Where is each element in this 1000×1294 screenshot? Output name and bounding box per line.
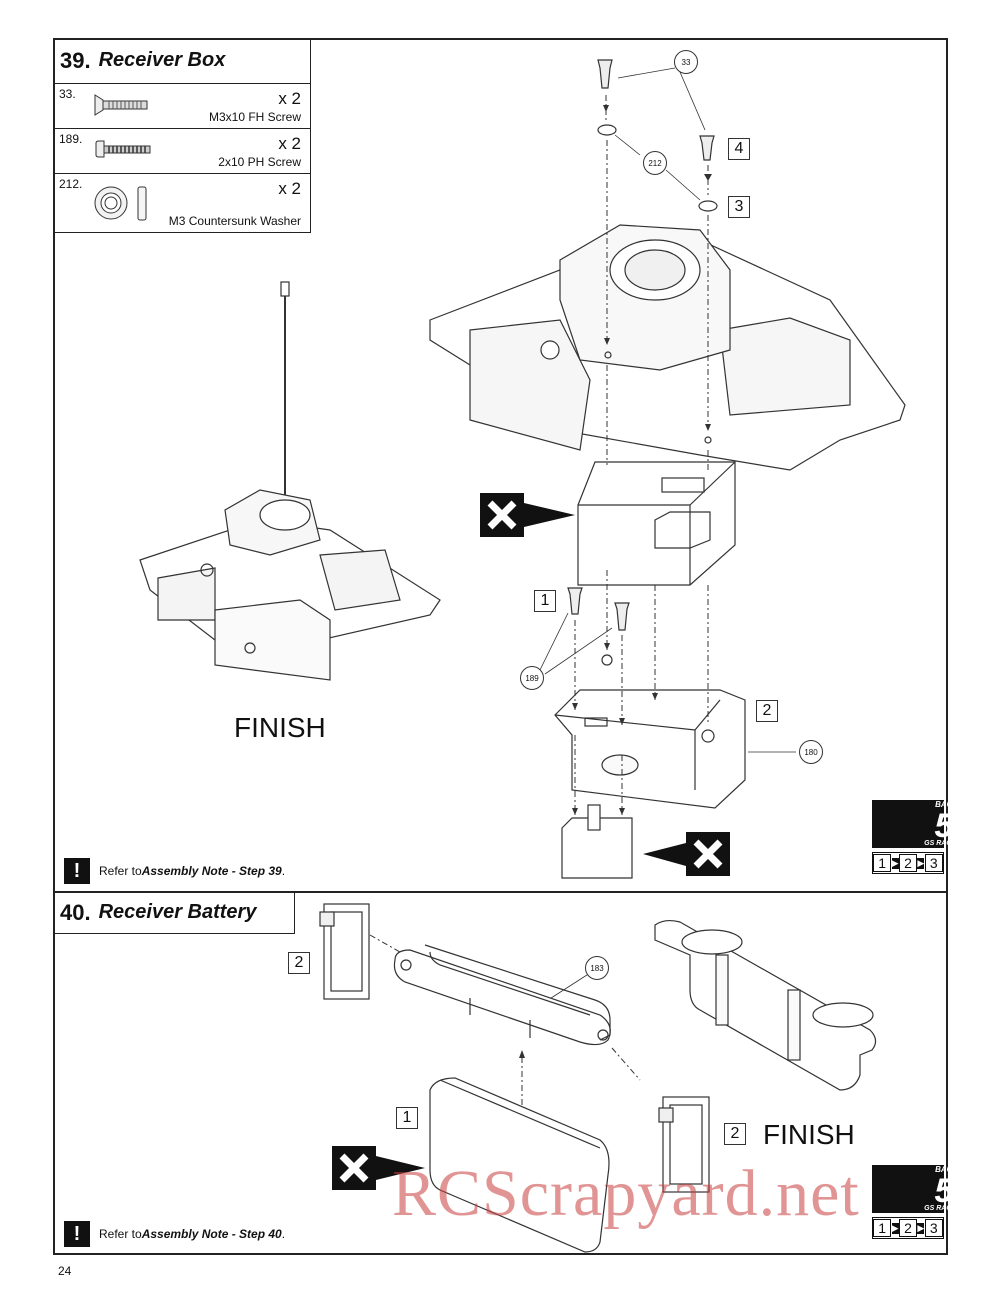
sequence-box-2-right: 2	[724, 1123, 746, 1145]
assembly-note-39: ! Refer to Assembly Note - Step 39.	[64, 858, 285, 884]
sequence-box-2-left: 2	[288, 952, 310, 974]
battery-pack	[393, 944, 611, 1046]
ph-screw-icon	[95, 140, 151, 158]
callout-180: 180	[799, 740, 823, 764]
x-marker-switch	[643, 832, 730, 876]
chassis-plate	[429, 224, 906, 471]
seq-item: 1	[873, 854, 892, 872]
part-description: M3x10 FH Screw	[208, 110, 301, 124]
step-40-number: 40.	[60, 899, 91, 925]
part-quantity: x 2	[278, 179, 301, 198]
sequence-box-3: 3	[728, 196, 750, 218]
assembly-note-40: ! Refer to Assembly Note - Step 40.	[64, 1221, 285, 1247]
callout-183: 183	[585, 956, 609, 980]
part-row-212: 212. x 2 M3 Countersunk Washer	[53, 174, 311, 233]
sequence-box-1-40: 1	[396, 1107, 418, 1129]
receiver	[577, 461, 736, 586]
seq-item: 3	[924, 854, 943, 872]
part-number: 33.	[59, 87, 76, 101]
part-row-189: 189. x 2 2x10 PH Screw	[53, 129, 311, 174]
section-divider	[53, 891, 948, 893]
finished-battery	[654, 919, 877, 1091]
note-reference: Assembly Note - Step 39	[141, 864, 282, 878]
warning-icon: !	[64, 858, 90, 884]
arrow-right-icon: ▶	[917, 857, 925, 869]
callout-33: 33	[674, 50, 698, 74]
page-number: 24	[58, 1264, 72, 1278]
fh-screw-icon	[94, 94, 148, 116]
badge-number: 5	[934, 807, 954, 845]
seq-item: 2	[898, 854, 917, 872]
badge-sequence: 1 ▶ 2 ▶ 3	[872, 852, 944, 874]
sequence-box-4: 4	[728, 138, 750, 160]
note-reference: Assembly Note - Step 40	[141, 1227, 282, 1241]
part-quantity: x 2	[278, 134, 301, 153]
bag-badge-39: BAG 5 GS RACING 1 ▶ 2 ▶ 3	[872, 800, 964, 874]
sequence-box-2: 2	[756, 700, 778, 722]
badge-brand: GS RACING	[924, 1205, 964, 1212]
note-suffix: .	[281, 864, 286, 878]
part-number: 212.	[59, 177, 83, 191]
badge-number: 5	[934, 1172, 954, 1210]
x-marker-battery-holder	[332, 1146, 425, 1190]
switch	[561, 804, 633, 879]
arrow-right-icon: ▶	[917, 1222, 925, 1234]
washer-icon	[94, 186, 147, 221]
part-description: M3 Countersunk Washer	[168, 214, 301, 228]
page-frame	[53, 38, 948, 1255]
arrow-right-icon: ▶	[891, 857, 899, 869]
parts-list: 33. x 2 M3x10 FH Screw 189. x 2 2x1	[53, 84, 311, 233]
finished-receiver-assembly	[139, 281, 441, 681]
badge-label: BAG	[935, 800, 953, 809]
part-row-33: 33. x 2 M3x10 FH Screw	[53, 84, 311, 129]
part-quantity: x 2	[278, 89, 301, 108]
step-39-title: 39. Receiver Box	[53, 38, 311, 84]
note-suffix: .	[281, 1227, 286, 1241]
badge-label: BAG	[935, 1165, 953, 1174]
warning-icon: !	[64, 1221, 90, 1247]
seq-item: 1	[873, 1219, 892, 1237]
seq-item: 2	[898, 1219, 917, 1237]
finish-label-40: FINISH	[763, 1119, 855, 1150]
strap-right	[658, 1096, 710, 1193]
callout-212: 212	[643, 151, 667, 175]
part-description: 2x10 PH Screw	[218, 155, 301, 169]
battery-holder	[429, 1077, 610, 1253]
bag-badge-40: BAG 5 GS RACING 1 ▶ 2 ▶ 3	[872, 1165, 964, 1239]
note-prefix: Refer to	[99, 864, 142, 878]
step-39-number: 39.	[60, 47, 91, 73]
watermark: RCScrapyard.net	[392, 1157, 860, 1230]
x-marker-receiver	[480, 493, 575, 537]
step-40-title: 40. Receiver Battery	[53, 892, 295, 934]
note-prefix: Refer to	[99, 1227, 142, 1241]
screws	[567, 59, 718, 631]
badge-sequence: 1 ▶ 2 ▶ 3	[872, 1217, 944, 1239]
step-40-heading: Receiver Battery	[98, 901, 257, 923]
step-39-heading: Receiver Box	[98, 49, 226, 71]
finish-label-39: FINISH	[234, 712, 326, 743]
part-number: 189.	[59, 132, 83, 146]
arrow-right-icon: ▶	[891, 1222, 899, 1234]
seq-item: 3	[924, 1219, 943, 1237]
strap-left	[319, 903, 370, 1000]
receiver-box	[554, 654, 746, 809]
sequence-box-1: 1	[534, 590, 556, 612]
callout-189: 189	[520, 666, 544, 690]
badge-brand: GS RACING	[924, 840, 964, 847]
